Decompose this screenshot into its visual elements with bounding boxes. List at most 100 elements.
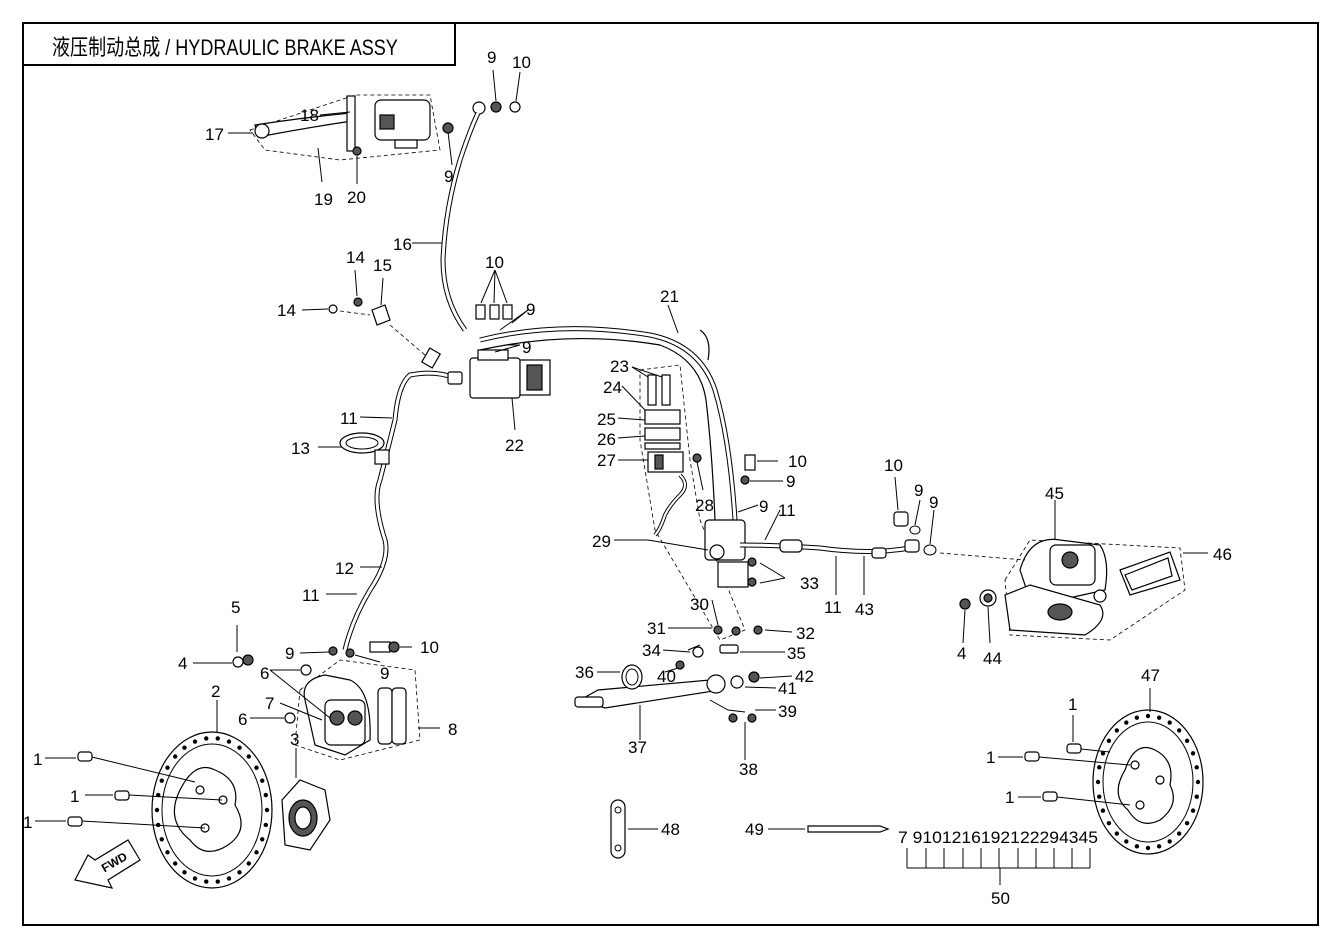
callout-41: 41 (778, 679, 797, 698)
callout-10: 10 (512, 53, 531, 72)
callout-37: 37 (628, 738, 647, 757)
disc-hole (1190, 808, 1196, 813)
callout-42: 42 (795, 667, 814, 686)
disc-hole (1100, 808, 1106, 813)
disc-hole (1114, 728, 1120, 733)
callout-46: 46 (1213, 545, 1232, 564)
disc-hole (182, 745, 187, 750)
callout-2: 2 (211, 682, 220, 701)
callout-9: 9 (526, 300, 535, 319)
hub-3 (281, 748, 331, 851)
disc-hole (1184, 820, 1190, 826)
rear-banjo (893, 476, 937, 556)
callout-26: 26 (597, 430, 616, 449)
callout-1: 1 (1068, 695, 1077, 714)
disc-hole (1114, 831, 1120, 836)
callout-10: 10 (788, 452, 807, 471)
disc-hole (215, 736, 220, 741)
disc-hole (172, 754, 178, 759)
disc-hole (1167, 720, 1172, 725)
part-48-strap (610, 799, 658, 859)
leaders-pedal (597, 599, 793, 760)
rear-master-cylinder (639, 364, 756, 641)
leaders-hand-lever (228, 111, 453, 184)
callout-7: 7 (265, 694, 274, 713)
disc-hole (1184, 738, 1190, 744)
callout-35: 35 (787, 644, 806, 663)
disc-hole (172, 861, 178, 866)
disc-hole (1106, 738, 1112, 744)
disc-hole (159, 837, 164, 842)
rear-caliper (939, 500, 1208, 641)
callout-14: 14 (346, 248, 365, 267)
callout-9: 9 (522, 338, 531, 357)
disc-hole (1176, 728, 1182, 733)
part-49-pin (768, 825, 890, 833)
disc-hole (1156, 715, 1162, 720)
disc-hole (260, 778, 265, 783)
disc-hole (1195, 779, 1201, 785)
disc-hole (1095, 779, 1101, 785)
front-disc-holes (154, 736, 270, 884)
disc-hole (263, 792, 268, 798)
callout-50: 50 (991, 889, 1010, 908)
callout-1: 1 (986, 748, 995, 767)
callout-11: 11 (340, 409, 358, 428)
disc-hole (246, 754, 252, 759)
disc-hole (1190, 751, 1196, 756)
callout-31: 31 (647, 619, 666, 638)
callout-9: 9 (759, 497, 768, 516)
callout-11: 11 (302, 586, 320, 605)
kit-50-bracket: 7 9101216192122294345 (898, 828, 1098, 885)
callout-28: 28 (695, 496, 714, 515)
diagram-frame (22, 22, 1319, 926)
callout-44: 44 (983, 649, 1002, 668)
disc-hole (226, 739, 232, 744)
callout-14: 14 (277, 301, 296, 320)
callout-20: 20 (347, 188, 366, 207)
callout-34: 34 (642, 641, 661, 660)
callout-12: 12 (335, 559, 354, 578)
front-disc-screws (35, 751, 223, 829)
rear-caliper-bolts (959, 589, 997, 644)
callout-49: 49 (745, 820, 764, 839)
callout-9: 9 (914, 481, 923, 500)
callout-9: 9 (487, 48, 496, 67)
callout-33: 33 (800, 574, 819, 593)
front-banjo (299, 641, 412, 663)
callout-27: 27 (597, 451, 616, 470)
disc-hole (1124, 839, 1129, 844)
disc-hole (1167, 839, 1172, 844)
disc-hole (1145, 845, 1151, 851)
disc-hole (192, 739, 198, 744)
callout-6: 6 (238, 710, 247, 729)
disc-hole (159, 778, 164, 783)
disc-hole (263, 822, 268, 828)
callout-17: 17 (205, 125, 224, 144)
callout-29: 29 (592, 532, 611, 551)
disc-hole (1097, 794, 1102, 799)
disc-hole (1124, 720, 1129, 725)
callout-47: 47 (1141, 666, 1160, 685)
banjo-top (442, 69, 521, 134)
disc-hole (1100, 751, 1106, 756)
disc-hole (1194, 765, 1199, 770)
callout-10: 10 (884, 456, 903, 475)
fwd-arrow: FWD (74, 839, 141, 889)
abs-unit (469, 349, 551, 431)
disc-hole (237, 870, 242, 875)
callout-32: 32 (796, 624, 815, 643)
callout-43: 43 (855, 600, 874, 619)
callout-9: 9 (380, 664, 389, 683)
front-caliper (294, 659, 440, 761)
callout-38: 38 (739, 760, 758, 779)
disc-hole (192, 876, 198, 881)
callout-13: 13 (291, 439, 310, 458)
callout-21: 21 (660, 287, 679, 306)
callout-18: 18 (300, 106, 319, 125)
callout-16: 16 (393, 235, 412, 254)
callout-9: 9 (285, 644, 294, 663)
callout-15: 15 (373, 256, 392, 275)
disc-hole (1194, 794, 1199, 799)
leaders-master (614, 366, 783, 551)
